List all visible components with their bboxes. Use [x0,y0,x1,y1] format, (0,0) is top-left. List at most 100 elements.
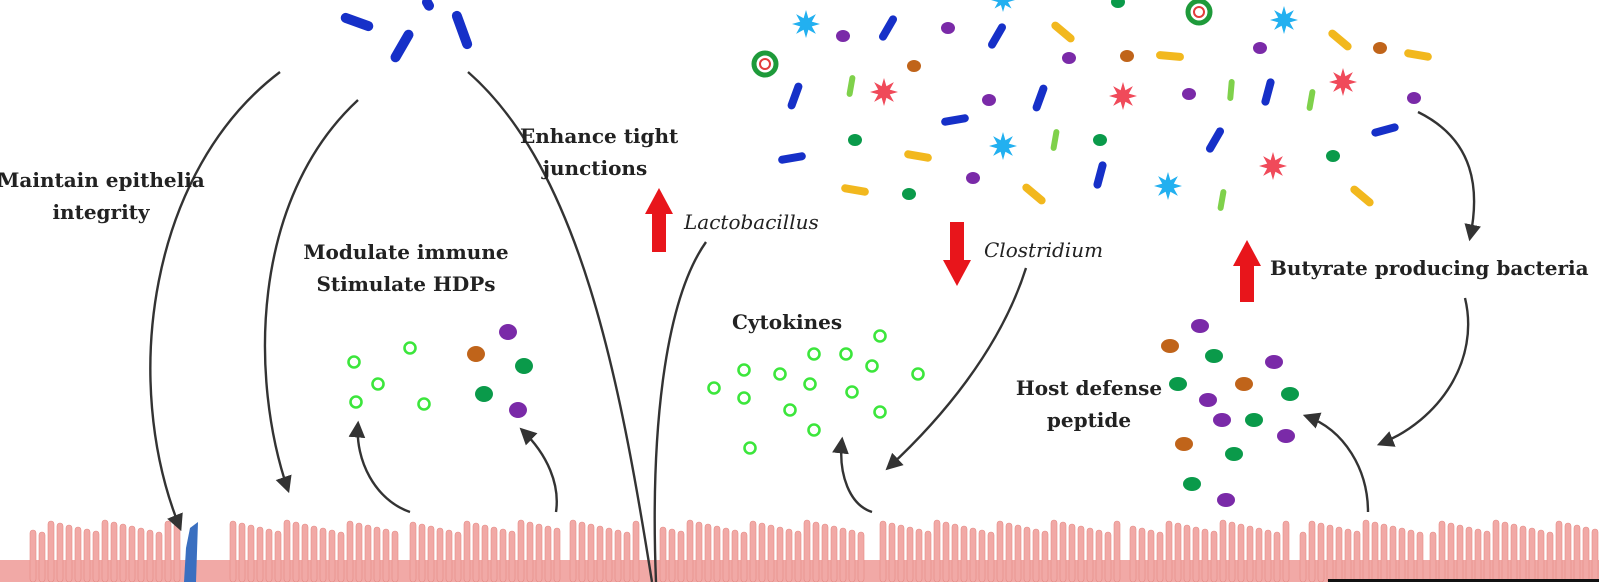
villus [897,524,905,582]
villus [1429,531,1437,582]
gut-microbiota [340,0,1432,211]
villus [996,520,1004,582]
villus [490,526,498,582]
villus [1564,522,1572,582]
green-rod-bacterium [846,75,856,97]
villus [906,526,914,582]
host-defense-peptide-molecule [1161,339,1179,353]
hdp-molecule [509,402,527,418]
cytokine-molecule [743,441,757,455]
hdp-molecule [515,358,533,374]
villus [1228,521,1236,582]
villus [677,530,685,582]
round-bacterium [1093,134,1107,146]
villus [508,530,516,582]
blue-rod-bacterium [1261,78,1275,106]
villus [1210,530,1218,582]
villus [1201,528,1209,582]
villus [110,521,118,582]
villus [924,530,932,582]
host-defense-line1: Host defense [1015,376,1163,400]
cytokine-molecule [807,347,821,361]
villus [337,531,345,582]
villus [1086,527,1094,582]
cytokine-molecule [865,359,879,373]
cytokine-molecule [911,367,925,381]
villus [969,527,977,582]
villus [1380,523,1388,582]
villus [1326,524,1334,582]
yellow-rod-bacterium [1404,49,1432,61]
villus [47,520,55,582]
villus [1416,531,1424,582]
blue-rod-bacterium [941,114,969,126]
villus [1582,526,1590,582]
intestinal-epithelium [0,519,1599,582]
villus [942,521,950,582]
villus [1156,531,1164,582]
villus [1353,530,1361,582]
villus [960,525,968,582]
villus [749,520,757,582]
villus [1192,526,1200,582]
villus [517,519,525,582]
round-bacterium [1120,50,1134,62]
host-defense-peptide-molecule [1281,387,1299,401]
villus [137,527,145,582]
blue-rod-bacterium [340,12,374,32]
host-defense-peptide-molecule [1217,493,1235,507]
villus [888,522,896,582]
host-defense-peptide-molecule [1199,393,1217,407]
villus [128,525,136,582]
clostridium-down-arrow [943,222,971,286]
villus [229,520,237,582]
host-defense-peptide-molecule [1213,413,1231,427]
arrow-clostridium-to-cytokines [885,267,1028,471]
villus [614,529,622,582]
cytokine-molecule [773,367,787,381]
tight-junction-receptor-icon [184,522,198,582]
round-bacterium [1111,0,1125,8]
villus [1014,524,1022,582]
villus [623,531,631,582]
butyrate-producing-bacteria-label: Butyrate producing bacteria [1270,256,1589,280]
villus [776,526,784,582]
round-bacterium [1326,150,1340,162]
villus [1005,522,1013,582]
villus [758,522,766,582]
pathway-arrows [149,71,1481,582]
villus [1059,521,1067,582]
villus [857,531,865,582]
villus [436,527,444,582]
arrow-microbiota-to-butyrate [1417,110,1481,242]
round-bacterium [1182,88,1196,100]
villus [1255,527,1263,582]
villus [933,519,941,582]
villus [74,526,82,582]
villus [1165,520,1173,582]
cyan-star-bacterium [991,0,1015,12]
yellow-rod-bacterium [1022,183,1046,205]
villus [1398,527,1406,582]
villus [659,526,667,582]
villus [1591,528,1599,582]
red-star-bacterium [1109,82,1137,110]
villus [328,529,336,582]
villus [535,523,543,582]
maintain-epithelia-line1: Maintain epithelia [0,168,205,192]
villus [1273,531,1281,582]
villus [915,528,923,582]
villus [1219,519,1227,582]
cytokine-molecule [839,347,853,361]
villus [164,520,172,582]
villus [355,522,363,582]
red-star-bacterium [1329,68,1357,96]
blue-rod-bacterium [879,15,897,41]
villus [1407,529,1415,582]
modulate-immune-line2: Stimulate HDPs [316,272,496,296]
villus [1371,521,1379,582]
arrow-maintain-epithelia [149,71,281,532]
villus [987,531,995,582]
host-defense-peptide-molecule [1191,319,1209,333]
